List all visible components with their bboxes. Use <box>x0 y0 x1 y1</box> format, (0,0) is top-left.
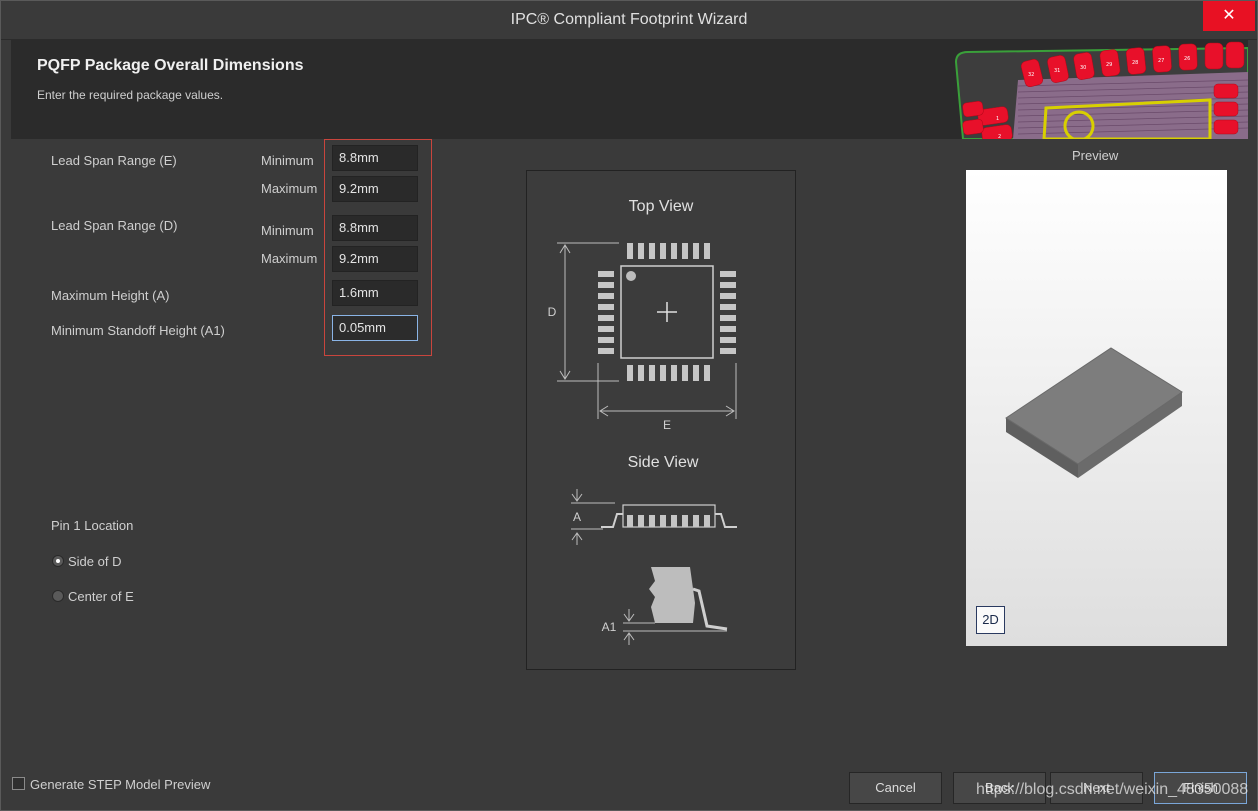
pad-label: 29 <box>1106 62 1112 68</box>
side-of-d-radio[interactable] <box>52 555 64 567</box>
pcb-footprint-illustration: 32 31 30 29 28 27 26 1 2 <box>948 40 1248 139</box>
page-title: PQFP Package Overall Dimensions <box>37 57 304 74</box>
wizard-header: PQFP Package Overall Dimensions Enter th… <box>11 40 1248 139</box>
side-of-d-label[interactable]: Side of D <box>68 554 122 569</box>
center-of-e-label[interactable]: Center of E <box>68 589 134 604</box>
lead-span-d-max-input[interactable]: 9.2mm <box>332 246 418 272</box>
window-title: IPC® Compliant Footprint Wizard <box>510 11 748 28</box>
lead-span-d-label: Lead Span Range (D) <box>51 218 178 233</box>
finish-button[interactable]: Finish <box>1154 772 1247 804</box>
pad-label: 31 <box>1054 68 1060 74</box>
min-standoff-input[interactable]: 0.05mm <box>332 315 418 341</box>
max-height-label: Maximum Height (A) <box>51 288 170 303</box>
page-subtitle: Enter the required package values. <box>37 88 224 102</box>
pad-label: 2 <box>998 134 1001 139</box>
cancel-button[interactable]: Cancel <box>849 772 942 804</box>
side-view-title: Side View <box>628 454 699 471</box>
highlight-box <box>324 139 432 356</box>
package-diagram-drawing: Top View <box>548 198 737 645</box>
lead-span-d-min-label: Minimum <box>261 223 314 238</box>
lead-span-e-min-label: Minimum <box>261 153 314 168</box>
pad-label: 1 <box>996 116 999 122</box>
generate-step-label[interactable]: Generate STEP Model Preview <box>30 777 211 792</box>
next-button[interactable]: Next <box>1050 772 1143 804</box>
lead-span-d-min-input[interactable]: 8.8mm <box>332 215 418 241</box>
pad-label: 26 <box>1184 56 1190 62</box>
lead-span-e-max-input[interactable]: 9.2mm <box>332 176 418 202</box>
close-button[interactable]: ✕ <box>1203 1 1255 31</box>
top-view-title: Top View <box>629 198 694 215</box>
package-diagram: Top View <box>526 170 796 670</box>
watermark-text: https://blog.csdn.net/weixin_48350088 <box>976 781 1249 798</box>
back-button[interactable]: Back <box>953 772 1046 804</box>
2d-view-button[interactable]: 2D <box>976 606 1005 634</box>
dimension-a1-label: A1 <box>602 620 617 634</box>
preview-label: Preview <box>1072 148 1119 163</box>
package-3d-model <box>1005 347 1183 478</box>
center-of-e-radio[interactable] <box>52 590 64 602</box>
lead-span-d-max-label: Maximum <box>261 251 318 266</box>
dimension-a-label: A <box>573 510 581 524</box>
min-standoff-label: Minimum Standoff Height (A1) <box>51 323 225 338</box>
dimension-d-label: D <box>548 305 557 319</box>
lead-span-e-max-label: Maximum <box>261 181 318 196</box>
generate-step-checkbox[interactable] <box>12 777 25 790</box>
pin1-location-label: Pin 1 Location <box>51 518 134 533</box>
3d-preview-viewport[interactable]: 2D <box>966 170 1227 646</box>
lead-span-e-label: Lead Span Range (E) <box>51 153 177 168</box>
dimension-e-label: E <box>663 418 671 432</box>
pad-label: 32 <box>1028 72 1034 78</box>
pad-label: 30 <box>1080 65 1086 71</box>
pad-label: 27 <box>1158 58 1164 64</box>
title-bar: IPC® Compliant Footprint Wizard ✕ <box>1 1 1257 40</box>
pad-label: 28 <box>1132 60 1138 66</box>
lead-span-e-min-input[interactable]: 8.8mm <box>332 145 418 171</box>
max-height-input[interactable]: 1.6mm <box>332 280 418 306</box>
